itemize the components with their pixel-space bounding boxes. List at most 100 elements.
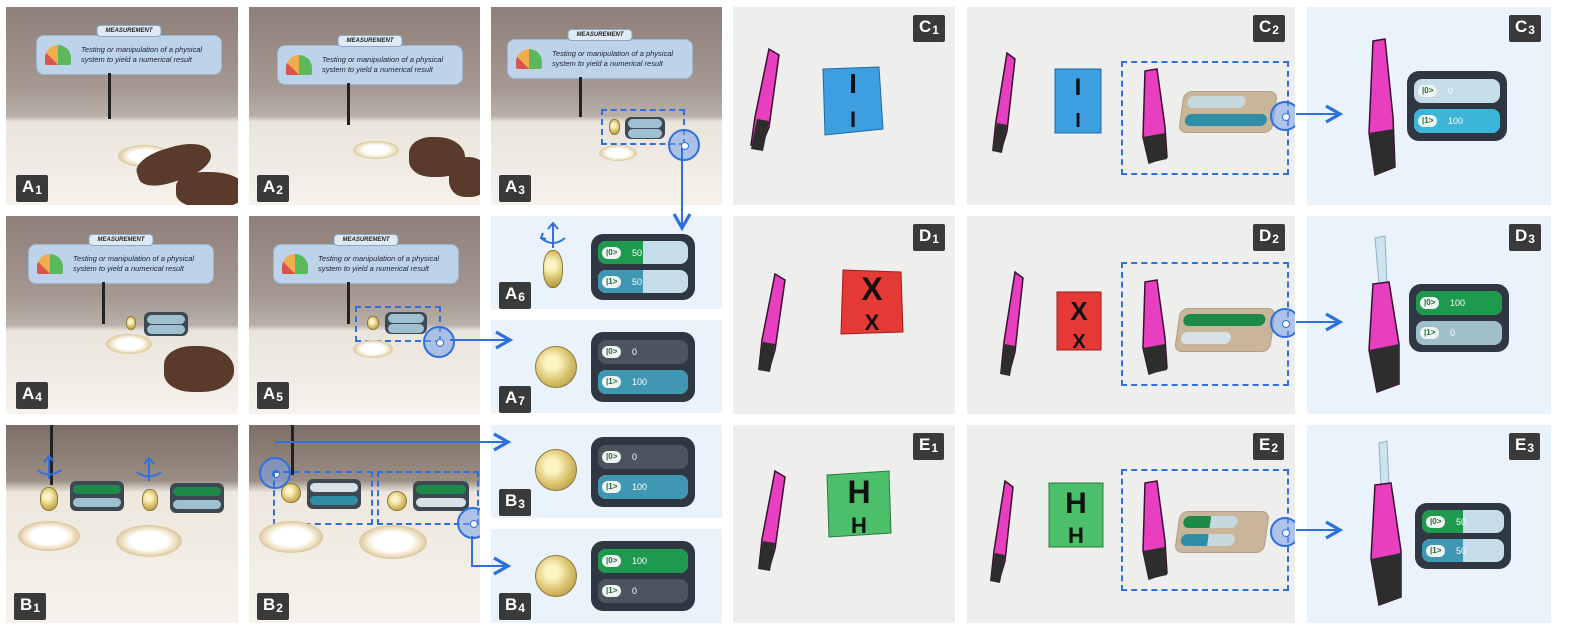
marker-ring (353, 141, 399, 159)
utility-knife (1142, 68, 1168, 164)
panel-a5: MEASUREMENT Testing or manipulation of a… (249, 216, 480, 414)
ket0-tag: |0> (1420, 297, 1440, 309)
gate-cube-e: H H (1048, 482, 1104, 548)
panel-a3: MEASUREMENT Testing or manipulation of a… (491, 7, 722, 205)
sign-text: Testing or manipulation of a physical sy… (81, 45, 203, 64)
panel-label-c1: C1 (913, 15, 945, 42)
cube-letter: I (1075, 110, 1081, 132)
qubit-readout: |0> 50 |1> 50 (591, 234, 695, 300)
ket0-value: 50 (1456, 516, 1467, 527)
mini-readout (413, 481, 469, 511)
qubit-readout: |0> 50 |1> 50 (1415, 503, 1511, 569)
marker-ring (599, 145, 637, 161)
marker-ring (359, 525, 427, 559)
rotate-arrow-icon (136, 456, 162, 481)
utility-knife (758, 469, 786, 571)
ket0-bar: |0> 100 (598, 549, 688, 573)
readout-plate (1173, 308, 1277, 352)
coin (367, 316, 379, 330)
gauge-icon (45, 45, 71, 65)
panel-label-d1: D1 (913, 224, 945, 251)
gauge-icon (516, 49, 542, 69)
panel-label-a5: A5 (257, 382, 289, 409)
cube-letter: I (849, 68, 857, 99)
pole (347, 282, 350, 324)
selection-handle[interactable] (423, 326, 455, 358)
ket0-bar: |0> 100 (1416, 291, 1502, 315)
sign-text: Testing or manipulation of a physical sy… (322, 55, 444, 74)
ket1-bar: |1> 0 (1416, 321, 1502, 345)
pole (50, 425, 53, 485)
sign-text: Testing or manipulation of a physical sy… (552, 49, 674, 68)
gate-cube-d: X X (840, 269, 904, 335)
coin (535, 449, 577, 491)
mini-readout (385, 312, 427, 334)
marker-ring (259, 521, 323, 553)
cube-letter: I (1075, 74, 1082, 101)
qubit-readout: |0> 0 |1> 100 (591, 437, 695, 507)
selection-handle[interactable] (259, 457, 291, 489)
ket0-bar: |0> 50 (598, 241, 688, 264)
ket1-value: 100 (1448, 116, 1464, 126)
panel-e3: |0> 50 |1> 50 E3 (1307, 425, 1551, 623)
panel-b4: |0> 100 |1> 0 B4 (491, 529, 722, 623)
qubit-readout: |0> 0 |1> 100 (591, 332, 695, 402)
ket0-value: 50 (632, 247, 643, 258)
ket1-bar: |1> 100 (598, 370, 688, 394)
selection-handle[interactable] (668, 129, 700, 161)
arm (176, 172, 238, 205)
cube-letter: H (1065, 487, 1087, 520)
utility-knife (1142, 279, 1168, 375)
utility-knife (750, 47, 780, 151)
marker-ring (106, 334, 152, 354)
hand (164, 346, 234, 392)
cube-letter: X (1072, 331, 1086, 353)
pole (291, 425, 294, 475)
selection-box (355, 306, 441, 342)
pole (579, 77, 582, 117)
panel-label-a4: A4 (16, 382, 48, 409)
panel-a2: MEASUREMENT Testing or manipulation of a… (249, 7, 480, 205)
coin (281, 483, 301, 503)
pole (102, 282, 105, 324)
mini-readout (70, 481, 124, 511)
gate-cube-e: H H (826, 470, 892, 538)
panel-label-a7: A7 (499, 386, 531, 413)
panel-label-b4: B4 (499, 593, 531, 620)
ket0-value: 0 (1448, 86, 1454, 96)
utility-knife (1142, 480, 1168, 580)
ket1-value: 50 (1456, 545, 1467, 556)
qubit-readout: |0> 100 |1> 0 (591, 541, 695, 611)
marker-ring (116, 525, 182, 557)
ket1-tag: |1> (602, 376, 622, 388)
panel-c2: I I C2 (967, 7, 1295, 205)
ket1-value: 100 (632, 482, 648, 492)
pole (347, 83, 350, 125)
coin (543, 250, 563, 288)
utility-knife (990, 479, 1014, 583)
coin (142, 489, 158, 511)
mini-readout (625, 117, 665, 139)
cube-letter: H (851, 513, 867, 538)
gauge-icon (286, 55, 312, 75)
mini-readout (307, 479, 361, 509)
ket0-tag: |0> (602, 346, 622, 358)
panel-label-e1: E1 (913, 433, 945, 460)
selection-handle[interactable] (1270, 101, 1295, 131)
pole (108, 73, 111, 119)
gate-cube-c: I I (1054, 68, 1102, 134)
selection-handle[interactable] (457, 507, 480, 539)
ket1-bar: |1> 50 (1422, 539, 1504, 562)
ket0-tag: |0> (602, 246, 622, 259)
qubit-readout: |0> 100 |1> 0 (1409, 284, 1509, 352)
selection-handle[interactable] (1270, 517, 1295, 547)
selection-handle[interactable] (1270, 308, 1295, 338)
panel-label-e2: E2 (1253, 433, 1285, 460)
panel-d1: X X D1 (733, 216, 955, 414)
ket0-tag: |0> (1426, 515, 1446, 528)
panel-b1: B1 (6, 425, 238, 623)
ket1-value: 50 (632, 276, 643, 287)
panel-label-b3: B3 (499, 489, 531, 516)
ket0-value: 0 (632, 347, 638, 357)
ket1-value: 100 (632, 377, 648, 387)
